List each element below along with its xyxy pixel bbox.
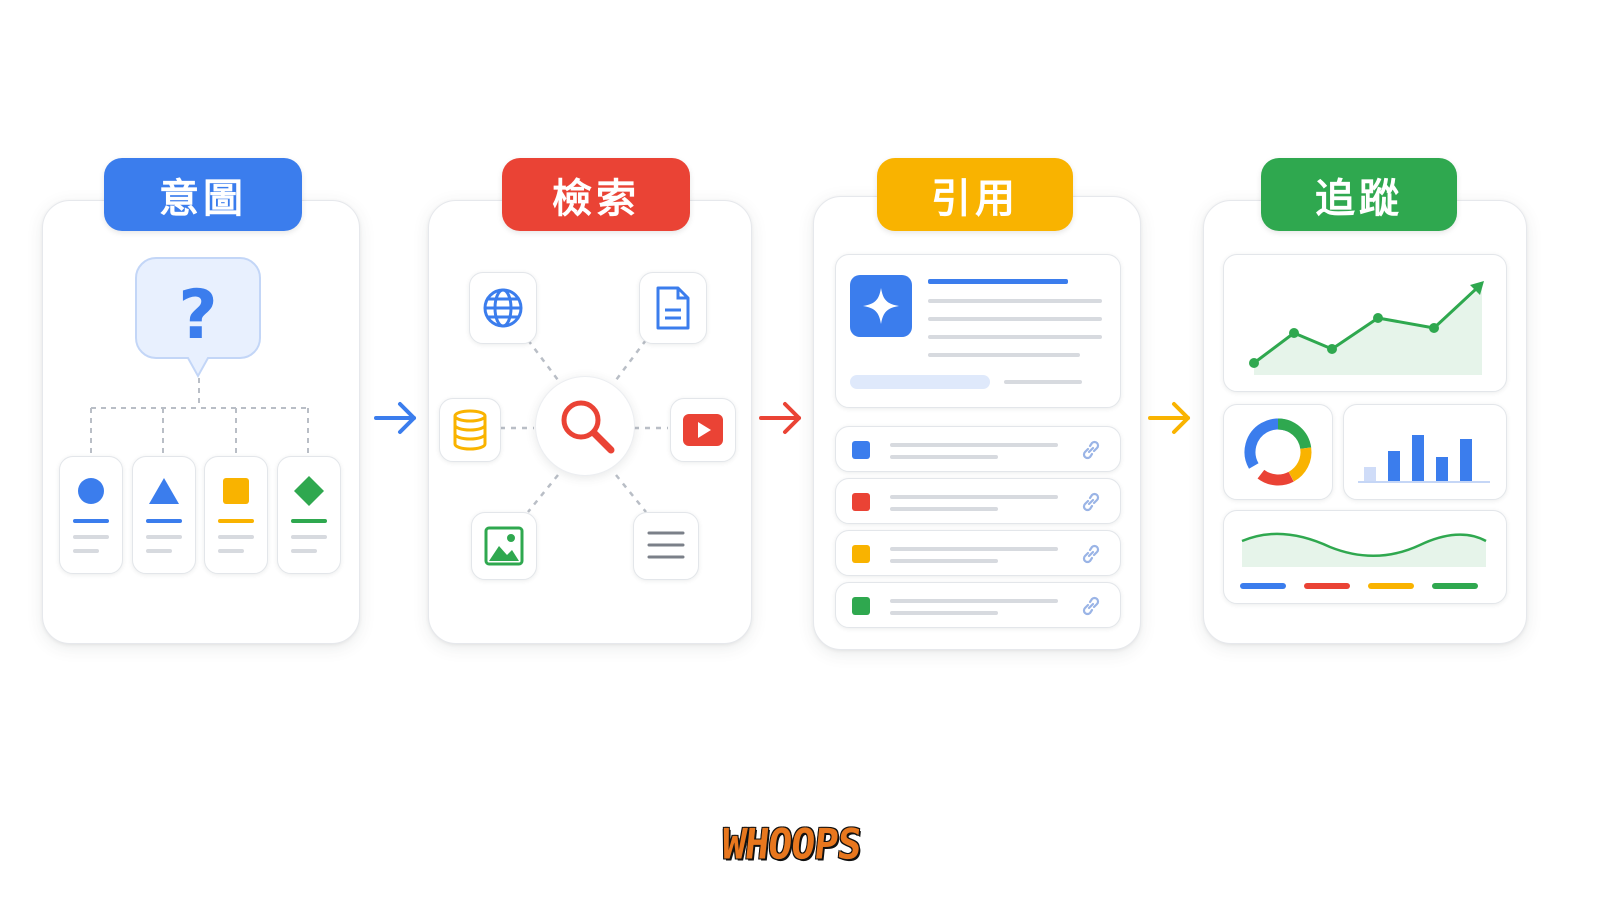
legend-swatch <box>1240 583 1286 589</box>
question-mark-icon: ? <box>135 257 261 379</box>
source-document[interactable] <box>639 272 707 344</box>
question-bubble: ? <box>134 256 262 380</box>
search-icon <box>561 400 615 454</box>
arrow-right-icon <box>374 402 416 434</box>
legend-swatch <box>1304 583 1350 589</box>
citation-source-row[interactable] <box>835 426 1121 472</box>
circle-shape-icon <box>78 478 104 504</box>
step-title-citation: 引用 <box>877 158 1073 231</box>
source-database[interactable] <box>439 398 501 462</box>
option-card-circle[interactable] <box>59 456 123 574</box>
donut-chart-icon <box>1244 418 1312 486</box>
svg-text:?: ? <box>178 276 217 355</box>
link-icon <box>1082 440 1100 460</box>
area-wave-chart-icon <box>1241 532 1487 567</box>
link-icon <box>1082 492 1100 512</box>
text-lines-icon <box>647 531 685 559</box>
search-hub[interactable] <box>535 376 635 476</box>
video-play-icon <box>683 414 723 446</box>
ai-answer-card[interactable] <box>835 254 1121 408</box>
source-text[interactable] <box>633 512 699 580</box>
document-icon <box>656 286 690 330</box>
source-web[interactable] <box>469 272 537 344</box>
bar-chart-card[interactable] <box>1343 404 1507 500</box>
donut-chart-card[interactable] <box>1223 404 1333 500</box>
globe-icon <box>483 288 523 328</box>
wave-chart-card[interactable] <box>1223 510 1507 604</box>
source-video[interactable] <box>670 398 736 462</box>
square-shape-icon <box>223 478 249 504</box>
citation-source-row[interactable] <box>835 530 1121 576</box>
link-icon <box>1082 544 1100 564</box>
arrow-right-icon <box>759 402 801 434</box>
database-icon <box>453 409 487 451</box>
option-card-square[interactable] <box>204 456 268 574</box>
step-title-tracking: 追蹤 <box>1261 158 1457 231</box>
diamond-shape-icon <box>294 476 324 506</box>
step-title-intent: 意圖 <box>104 158 302 231</box>
intent-connector-lines <box>90 378 309 454</box>
citation-source-row[interactable] <box>835 582 1121 628</box>
step-title-retrieval: 檢索 <box>502 158 690 231</box>
trend-chart-card[interactable] <box>1223 254 1507 392</box>
bar-chart-icon <box>1358 435 1490 483</box>
link-icon <box>1082 596 1100 616</box>
citation-source-row[interactable] <box>835 478 1121 524</box>
arrow-right-icon <box>1148 402 1190 434</box>
trend-line-chart-icon <box>1249 281 1484 375</box>
legend-swatch <box>1432 583 1478 589</box>
sparkle-badge <box>850 275 912 337</box>
image-icon <box>484 526 524 566</box>
watermark-logo: WHOOPS <box>719 820 864 870</box>
sparkle-icon <box>863 288 899 324</box>
source-image[interactable] <box>471 512 537 580</box>
triangle-shape-icon <box>149 478 179 504</box>
retrieval-connector-lines <box>500 339 668 513</box>
option-card-diamond[interactable] <box>277 456 341 574</box>
legend-swatch <box>1368 583 1414 589</box>
option-card-triangle[interactable] <box>132 456 196 574</box>
